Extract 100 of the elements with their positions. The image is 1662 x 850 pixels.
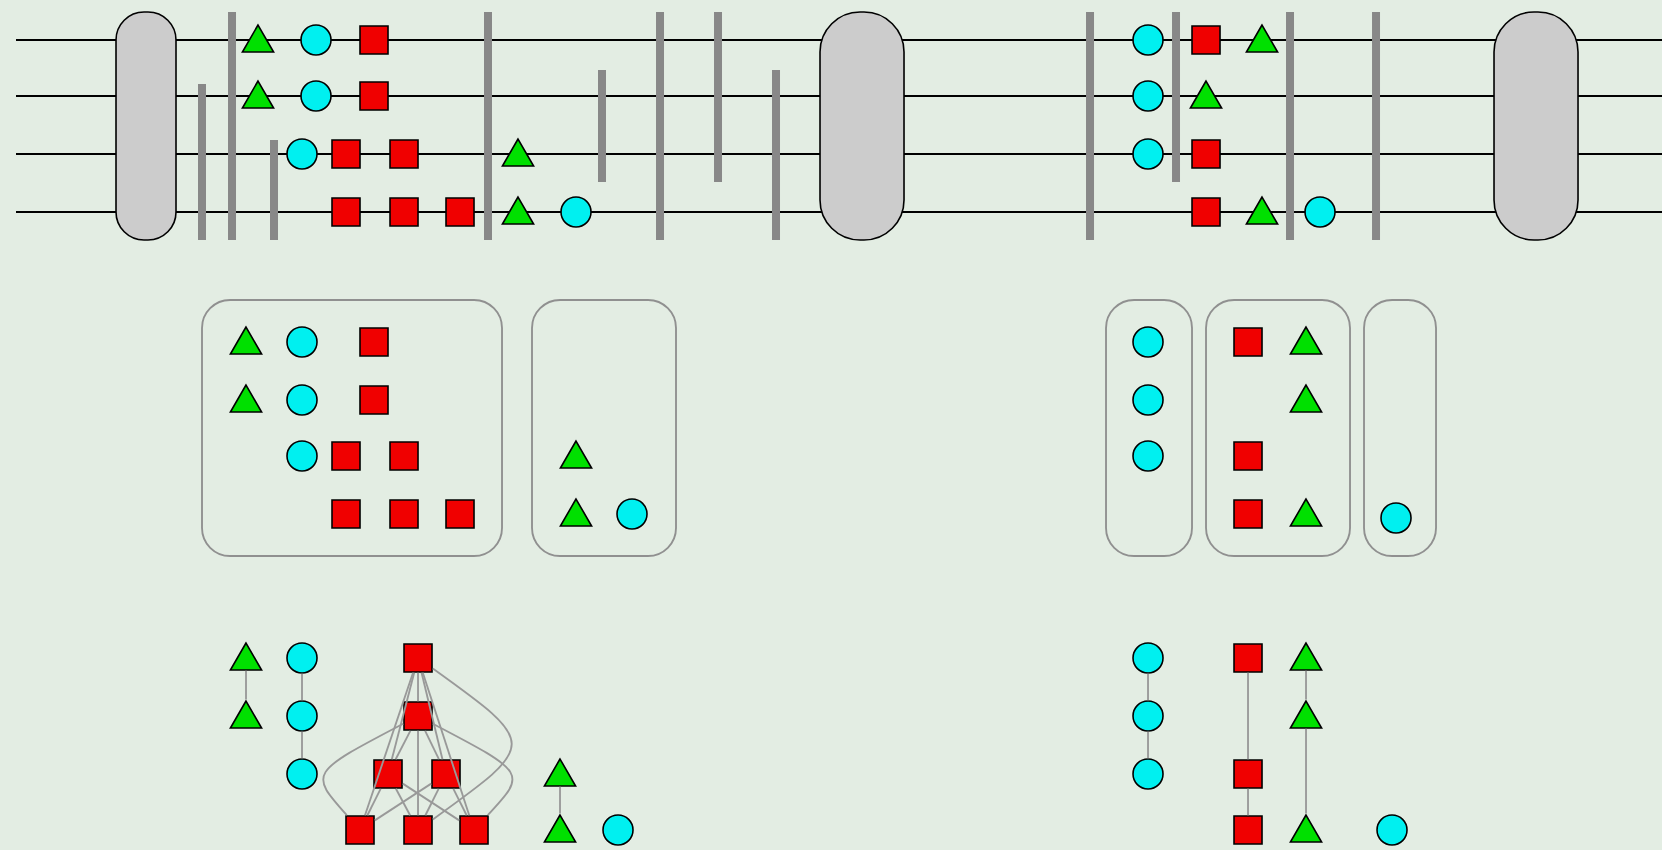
connector-line bbox=[424, 729, 440, 761]
barrier-bar bbox=[1172, 12, 1180, 182]
square-marker bbox=[389, 499, 419, 529]
connector-line bbox=[401, 782, 461, 822]
circle-marker bbox=[616, 498, 648, 530]
barrier-bar bbox=[1372, 12, 1380, 240]
square-marker bbox=[359, 81, 389, 111]
square-marker bbox=[373, 759, 403, 789]
circle-marker bbox=[286, 384, 318, 416]
square-marker bbox=[431, 759, 461, 789]
square-marker bbox=[1233, 759, 1263, 789]
circle-marker bbox=[1304, 196, 1336, 228]
connector-line bbox=[452, 787, 468, 817]
square-marker bbox=[331, 197, 361, 227]
capsule bbox=[1493, 11, 1579, 241]
barrier-bar bbox=[598, 70, 606, 182]
barrier-bar bbox=[772, 70, 780, 240]
square-marker bbox=[1233, 441, 1263, 471]
square-marker bbox=[345, 815, 375, 845]
square-marker bbox=[445, 499, 475, 529]
group-frame bbox=[201, 299, 503, 557]
connector-line bbox=[1147, 672, 1149, 702]
square-marker bbox=[389, 197, 419, 227]
barrier-bar bbox=[656, 12, 664, 240]
square-marker bbox=[1233, 815, 1263, 845]
barrier-bar bbox=[228, 12, 236, 240]
square-marker bbox=[359, 327, 389, 357]
circle-marker bbox=[300, 80, 332, 112]
connector-line bbox=[559, 785, 561, 815]
barrier-bar bbox=[270, 140, 278, 240]
barrier-bar bbox=[714, 12, 722, 182]
group-frame bbox=[1363, 299, 1437, 557]
connector-line bbox=[373, 782, 433, 822]
circle-marker bbox=[1132, 80, 1164, 112]
circle-marker bbox=[1132, 24, 1164, 56]
connector-line bbox=[366, 787, 382, 817]
connector-line bbox=[1305, 727, 1307, 815]
square-marker bbox=[331, 139, 361, 169]
square-marker bbox=[1191, 197, 1221, 227]
barrier-bar bbox=[1286, 12, 1294, 240]
circle-marker bbox=[1132, 440, 1164, 472]
circle-marker bbox=[1132, 642, 1164, 674]
barrier-bar bbox=[484, 12, 492, 240]
capsule bbox=[819, 11, 905, 241]
connector-line bbox=[390, 671, 416, 761]
circle-marker bbox=[1132, 758, 1164, 790]
connector-line bbox=[431, 667, 513, 821]
square-marker bbox=[1233, 643, 1263, 673]
connector-line bbox=[431, 722, 514, 817]
circle-marker bbox=[286, 138, 318, 170]
square-marker bbox=[1233, 327, 1263, 357]
circle-marker bbox=[1132, 138, 1164, 170]
square-marker bbox=[1233, 499, 1263, 529]
connector-line bbox=[1247, 787, 1249, 817]
square-marker bbox=[403, 701, 433, 731]
connector-line bbox=[301, 730, 303, 760]
barrier-bar bbox=[1086, 12, 1094, 240]
connector-line bbox=[322, 722, 405, 817]
barrier-bar bbox=[198, 84, 206, 240]
connector-line bbox=[424, 787, 440, 817]
circle-marker bbox=[286, 700, 318, 732]
connector-line bbox=[1247, 671, 1249, 761]
square-marker bbox=[389, 441, 419, 471]
circle-marker bbox=[300, 24, 332, 56]
square-marker bbox=[459, 815, 489, 845]
circle-marker bbox=[1132, 700, 1164, 732]
circle-marker bbox=[1132, 326, 1164, 358]
square-marker bbox=[359, 25, 389, 55]
circle-marker bbox=[602, 814, 634, 846]
square-marker bbox=[359, 385, 389, 415]
connector-line bbox=[245, 669, 247, 701]
circle-marker bbox=[1132, 384, 1164, 416]
circle-marker bbox=[286, 758, 318, 790]
circle-marker bbox=[1376, 814, 1408, 846]
connector-line bbox=[364, 671, 414, 817]
group-frame bbox=[1205, 299, 1351, 557]
connector-line bbox=[1305, 669, 1307, 701]
connector-line bbox=[395, 787, 411, 817]
square-marker bbox=[403, 815, 433, 845]
square-marker bbox=[445, 197, 475, 227]
group-frame bbox=[1105, 299, 1193, 557]
group-frame bbox=[531, 299, 677, 557]
circle-marker bbox=[286, 642, 318, 674]
capsule bbox=[115, 11, 177, 241]
connector-line bbox=[1147, 730, 1149, 760]
connector-line bbox=[301, 672, 303, 702]
circle-marker bbox=[286, 440, 318, 472]
circle-marker bbox=[560, 196, 592, 228]
circle-marker bbox=[1380, 502, 1412, 534]
connector-line bbox=[394, 729, 412, 761]
square-marker bbox=[331, 441, 361, 471]
square-marker bbox=[389, 139, 419, 169]
square-marker bbox=[1191, 25, 1221, 55]
connector-line bbox=[420, 671, 444, 761]
connector-line bbox=[417, 671, 419, 703]
square-marker bbox=[331, 499, 361, 529]
circle-marker bbox=[286, 326, 318, 358]
connector-line bbox=[417, 729, 419, 817]
square-marker bbox=[403, 643, 433, 673]
connector-line bbox=[421, 671, 471, 817]
